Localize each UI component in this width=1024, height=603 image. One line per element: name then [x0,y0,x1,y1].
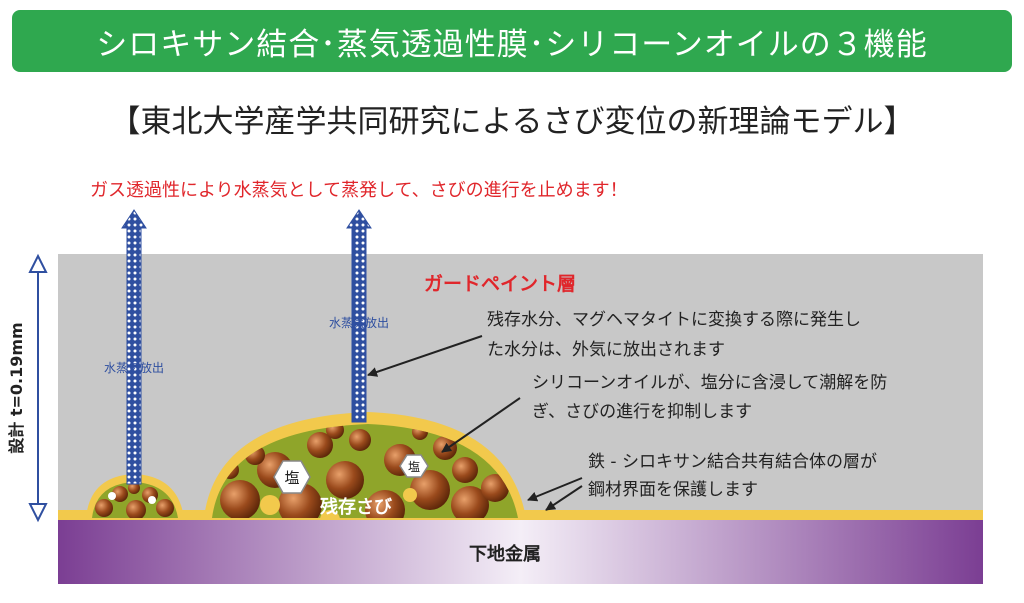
guard-paint-layer-label: ガードペイント層 [424,273,576,295]
annotation-3-line2: 鋼材界面を保護します [588,480,758,500]
annotation-1-line2: た水分は、外気に放出されます [487,340,725,360]
salt-crystal-large [273,460,311,494]
annotation-2-line1: シリコーンオイルが、塩分に含浸して潮解を防 [532,373,887,393]
pointer-arrow-interface [545,485,583,511]
thickness-dimension [28,253,48,523]
salt-label-small: 塩 [408,459,420,474]
residual-rust-label: 残存さび [320,496,393,518]
title-banner: シロキサン結合･蒸気透過性膜･シリコーンオイルの３機能 [12,10,1012,72]
base-metal [58,520,983,584]
page-title: シロキサン結合･蒸気透過性膜･シリコーンオイルの３機能 [96,26,928,63]
top-note: ガス透過性により水蒸気として蒸発して、さびの進行を止めます！ [90,180,628,201]
salt-crystal-small [399,454,429,478]
guard-paint-layer [58,254,983,520]
salt-label-large: 塩 [284,469,299,487]
base-metal-label: 下地金属 [469,543,541,565]
annotation-3-line1: 鉄 - シロキサン結合共有結合体の層が [588,452,877,472]
annotation-1-line1: 残存水分、マグヘマタイトに変換する際に発生し [487,310,861,330]
vapor-label-center: 水蒸気放出 [329,315,389,330]
vapor-arrow-left [121,209,147,485]
rust-dome-large [212,424,518,518]
thickness-label: 設計 t=0.19mm [7,322,26,453]
pointer-arrow-dome-edge [527,477,583,502]
annotation-2-line2: ぎ、さびの進行を抑制します [532,402,752,422]
vapor-arrow-center [346,209,372,423]
pointer-arrow-vapor [367,335,483,377]
subtitle: 【東北大学産学共同研究によるさび変位の新理論モデル】 [109,104,915,140]
pointer-arrow-salt [441,397,521,453]
vapor-label-left: 水蒸気放出 [104,360,164,375]
